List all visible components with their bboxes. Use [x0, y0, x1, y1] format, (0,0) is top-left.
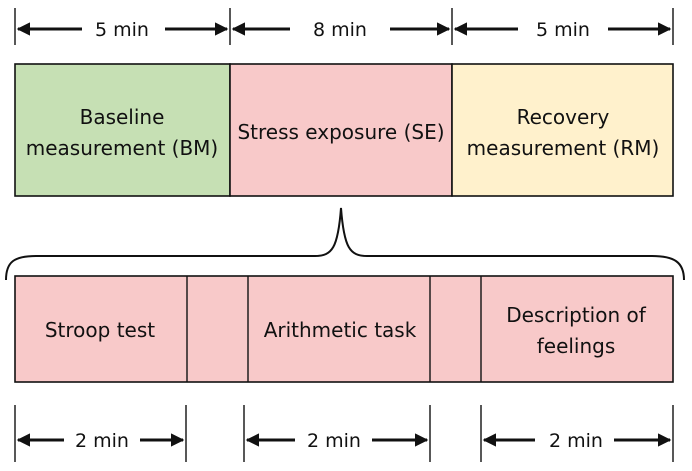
phase-label-baseline-line2: measurement (BM) [26, 136, 218, 160]
top-duration-recovery: 5 min [536, 19, 590, 41]
phase-label-stress: Stress exposure (SE) [237, 120, 444, 144]
phase-label-recovery-line1: Recovery [517, 105, 610, 129]
task-strip [14, 275, 674, 383]
curly-brace [5, 207, 685, 281]
top-duration-baseline: 5 min [95, 19, 149, 41]
bottom-duration-description: 2 min [549, 430, 603, 452]
task-label-description-line1: Description of [506, 303, 647, 327]
bottom-duration-arithmetic: 2 min [307, 430, 361, 452]
phase-box-baseline [14, 63, 231, 197]
task-label-arithmetic: Arithmetic task [264, 318, 417, 342]
phase-label-recovery-line2: measurement (RM) [467, 136, 660, 160]
phase-label-baseline-line1: Baseline [80, 105, 165, 129]
task-label-description-line2: feelings [537, 334, 616, 358]
bottom-duration-stroop: 2 min [75, 430, 129, 452]
top-duration-stress: 8 min [313, 19, 367, 41]
phase-box-recovery [451, 63, 674, 197]
task-label-stroop: Stroop test [45, 318, 155, 342]
